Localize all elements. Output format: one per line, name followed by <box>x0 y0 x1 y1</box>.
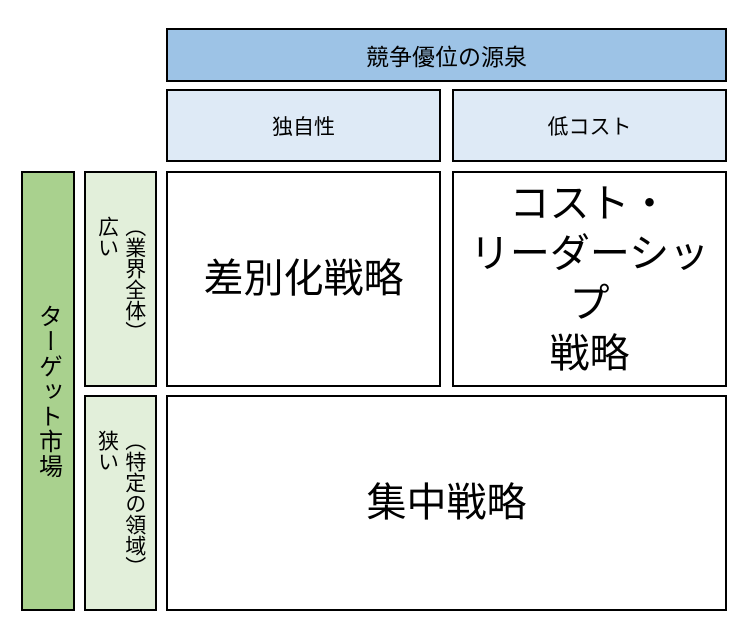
column-header-low-cost-label: 低コスト <box>547 115 632 139</box>
cost-leadership-strategy-label: コスト・ リーダーシップ 戦略 <box>469 182 710 376</box>
row-header-narrow: 狭い （特定の領域） <box>84 395 157 611</box>
row-header-broad-label: 広い （業界全体） <box>95 216 146 342</box>
column-header-uniqueness: 独自性 <box>166 89 441 162</box>
differentiation-strategy-label: 差別化戦略 <box>203 257 404 301</box>
target-market-axis-label: ターゲット市場 <box>34 303 62 479</box>
cell-differentiation-strategy: 差別化戦略 <box>166 171 441 387</box>
target-market-axis: ターゲット市場 <box>21 171 75 611</box>
competitive-advantage-header: 競争優位の源泉 <box>166 28 727 82</box>
column-header-uniqueness-label: 独自性 <box>272 115 335 139</box>
cell-focus-strategy: 集中戦略 <box>166 395 727 611</box>
cell-cost-leadership-strategy: コスト・ リーダーシップ 戦略 <box>452 171 727 387</box>
column-header-low-cost: 低コスト <box>452 89 727 162</box>
competitive-advantage-label: 競争優位の源泉 <box>366 44 527 70</box>
row-header-broad: 広い （業界全体） <box>84 171 157 387</box>
focus-strategy-label: 集中戦略 <box>366 481 527 525</box>
row-header-narrow-label: 狭い （特定の領域） <box>95 429 146 577</box>
